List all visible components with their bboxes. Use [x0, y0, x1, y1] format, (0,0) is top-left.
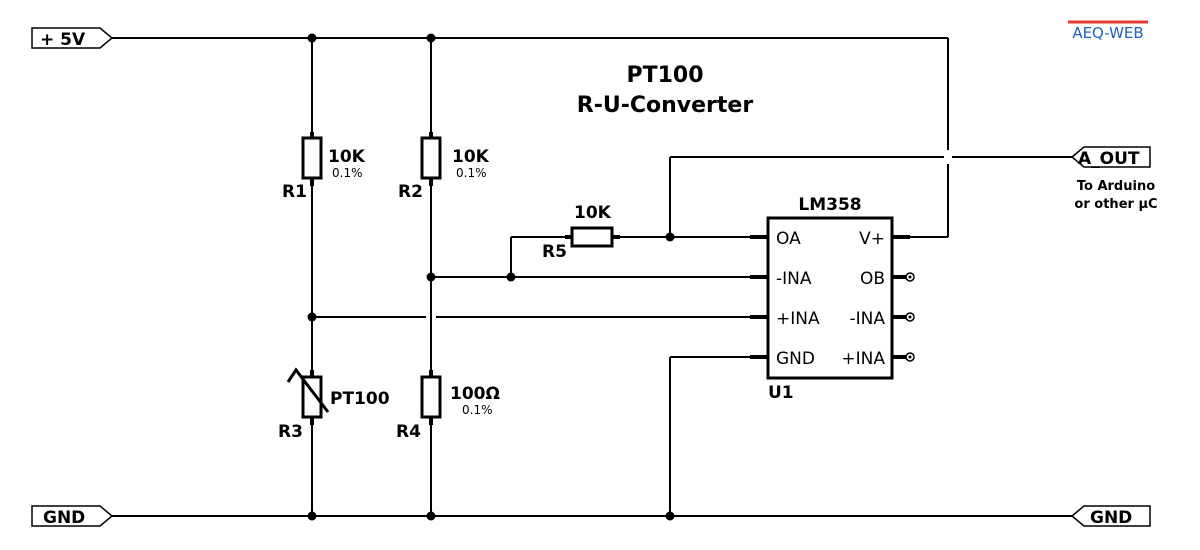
junction-dot — [665, 232, 675, 242]
r5-value: 10K — [574, 203, 612, 223]
junction-dot — [307, 33, 317, 43]
u1-pin-right-1: V+ — [859, 229, 885, 249]
wire-crossing-gaps — [426, 150, 956, 326]
a-out-note-line2: or other µC — [1074, 197, 1157, 212]
r1-ref: R1 — [282, 182, 307, 202]
port-a-out: A_OUT To Arduino or other µC — [1070, 146, 1158, 212]
u1-pin-right-4: +INA — [841, 349, 885, 369]
diagram-title-line2: R-U-Converter — [577, 93, 754, 118]
port-gnd-right: GND — [1070, 505, 1151, 528]
r1-tolerance: 0.1% — [332, 166, 363, 180]
opamp-u1-lm358: LM358 U1 OA -INA +INA GND V+ OB -INA +IN… — [750, 195, 915, 403]
u1-pin-left-3: +INA — [776, 309, 820, 329]
resistor-r5: R5 10K — [542, 203, 620, 262]
port-gnd-left-label: GND — [43, 508, 85, 528]
port-a-out-label: A_OUT — [1078, 149, 1140, 169]
u1-pin-right-2: OB — [860, 269, 885, 289]
u1-pin-right-3: -INA — [850, 309, 886, 329]
junctions — [307, 33, 675, 521]
r1-value: 10K — [328, 147, 366, 167]
resistor-r4: R4 100Ω 0.1% — [396, 370, 500, 442]
junction-dot — [307, 312, 317, 322]
u1-part-name: LM358 — [798, 195, 861, 215]
a-out-note-line1: To Arduino — [1077, 179, 1155, 194]
u1-ref: U1 — [768, 383, 794, 403]
port-vcc-label: + 5V — [40, 30, 86, 50]
r2-value: 10K — [452, 147, 490, 167]
junction-dot — [307, 511, 317, 521]
r5-ref: R5 — [542, 242, 567, 262]
brand-logo: AEQ-WEB — [1068, 20, 1148, 42]
diagram-title-line1: PT100 — [626, 63, 703, 88]
r2-ref: R2 — [398, 182, 423, 202]
port-gnd-left: GND — [31, 505, 114, 528]
r4-value: 100Ω — [450, 384, 500, 404]
r3-ref: R3 — [278, 422, 303, 442]
u1-pin-left-1: OA — [776, 229, 801, 249]
junction-dot — [426, 272, 436, 282]
junction-dot — [426, 511, 436, 521]
junction-dot — [426, 33, 436, 43]
r2-tolerance: 0.1% — [456, 166, 487, 180]
resistor-r2: R2 10K 0.1% — [398, 132, 490, 202]
r4-ref: R4 — [396, 422, 421, 442]
r4-tolerance: 0.1% — [462, 403, 493, 417]
port-vcc: + 5V — [31, 27, 114, 50]
resistor-r1: R1 10K 0.1% — [282, 132, 366, 202]
u1-pin-left-4: GND — [776, 349, 815, 369]
thermistor-mark-icon — [286, 367, 330, 413]
junction-dot — [506, 272, 516, 282]
u1-pin-left-2: -INA — [776, 269, 812, 289]
junction-dot — [665, 511, 675, 521]
wires — [112, 37, 1072, 517]
port-gnd-right-label: GND — [1090, 508, 1132, 528]
r3-value: PT100 — [330, 389, 390, 409]
brand-text: AEQ-WEB — [1072, 24, 1143, 42]
resistor-r3-pt100: R3 PT100 — [278, 367, 390, 442]
